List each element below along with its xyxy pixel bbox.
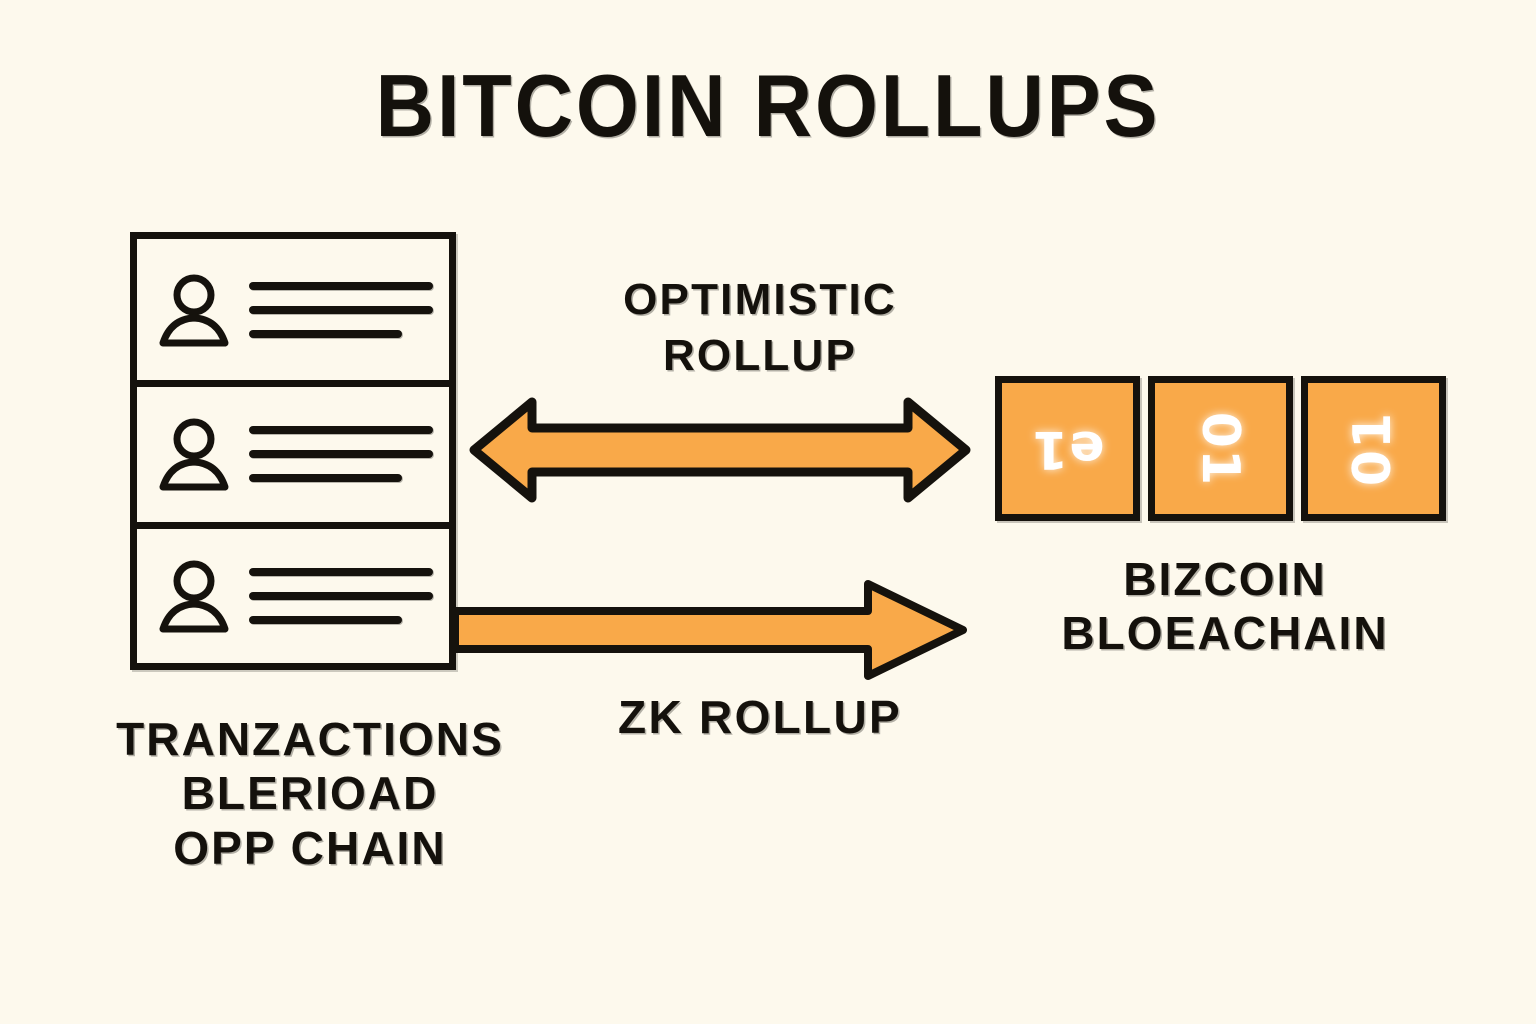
optimistic-rollup-arrow — [469, 388, 971, 512]
page-title: BITCOIN ROLLUPS — [375, 56, 1161, 155]
block-glyph: e1 — [1030, 418, 1105, 479]
detail-line — [249, 305, 433, 314]
detail-line — [249, 450, 433, 459]
block-glyph: 01 — [1343, 411, 1404, 486]
person-icon — [155, 271, 233, 349]
detail-line — [249, 615, 402, 624]
zk-rollup-label: ZK ROLLUP — [618, 691, 902, 743]
detail-line — [249, 567, 433, 576]
detail-line — [249, 281, 433, 290]
block-glyph: 01 — [1190, 411, 1251, 486]
zk-rollup-arrow — [450, 578, 970, 682]
detail-line — [249, 474, 402, 483]
transaction-detail-lines — [243, 567, 449, 624]
transaction-detail-lines — [243, 281, 449, 338]
detail-line — [249, 426, 433, 435]
transaction-row — [137, 521, 449, 663]
blockchain-blocks: e1 01 01 — [995, 376, 1446, 521]
person-icon — [155, 557, 233, 635]
transaction-row — [137, 380, 449, 521]
optimistic-rollup-label: OPTIMISTIC ROLLUP — [520, 272, 1000, 385]
transactions-caption-line-3: OPP CHAIN — [173, 821, 447, 874]
blockchain-caption-line-2: BLOEACHAIN — [1061, 607, 1389, 660]
transaction-detail-lines — [243, 426, 449, 483]
detail-line — [249, 591, 433, 600]
person-icon — [155, 415, 233, 493]
detail-line — [249, 329, 402, 338]
blockchain-block: e1 — [995, 376, 1140, 521]
blockchain-caption-line-1: BIZCOIN — [1123, 553, 1327, 605]
optimistic-rollup-label-line-1: OPTIMISTIC — [623, 275, 897, 324]
transactions-caption: TRANZACTIONS BLERIOAD OPP CHAIN — [60, 712, 560, 875]
blockchain-block: 01 — [1301, 376, 1446, 521]
transaction-row — [137, 239, 449, 380]
blockchain-caption: BIZCOIN BLOEACHAIN — [985, 552, 1465, 661]
transactions-caption-line-1: TRANZACTIONS — [116, 713, 504, 765]
transactions-caption-line-2: BLERIOAD — [181, 767, 439, 820]
transactions-panel — [130, 232, 456, 670]
optimistic-rollup-label-line-2: ROLLUP — [662, 331, 858, 381]
blockchain-block: 01 — [1148, 376, 1293, 521]
